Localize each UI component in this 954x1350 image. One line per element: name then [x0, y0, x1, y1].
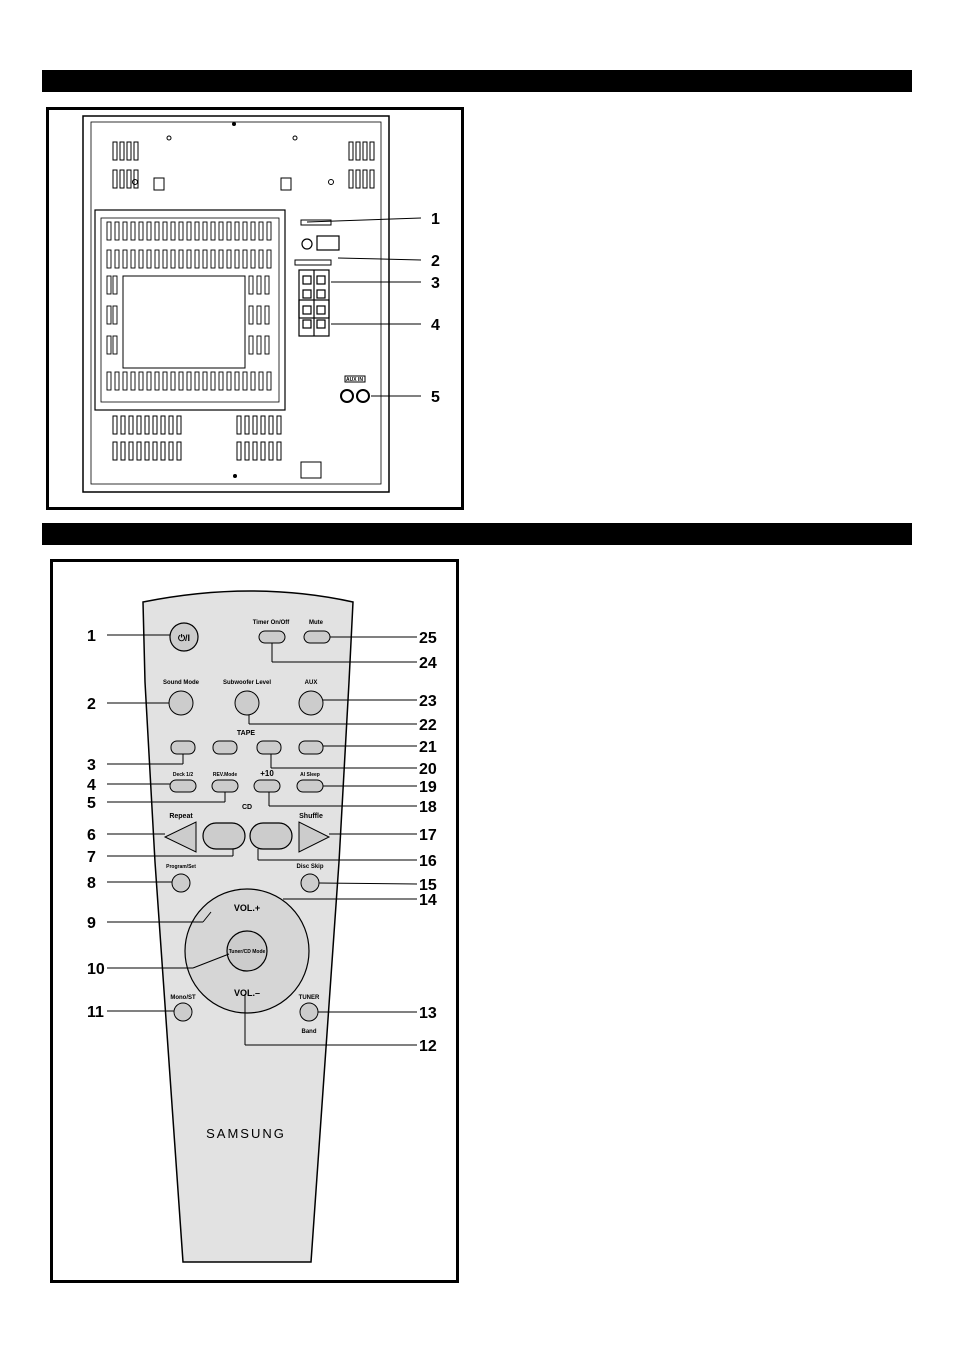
brand-logo: SAMSUNG: [206, 1126, 286, 1141]
tape-stop-button[interactable]: [257, 741, 281, 754]
tuner-label: TUNER: [299, 995, 320, 1001]
remote-callout-14: 14: [419, 892, 437, 909]
disc-skip-label: Disc Skip: [296, 864, 323, 870]
remote-callout-24: 24: [419, 655, 437, 672]
power-label: ⏻/I: [178, 633, 190, 643]
remote-callout-22: 22: [419, 717, 437, 734]
plus10-label: +10: [260, 769, 274, 778]
rear-callout-2: 2: [431, 253, 440, 270]
remote-callout-13: 13: [419, 1005, 437, 1022]
aux-button[interactable]: [299, 691, 323, 715]
remote-callout-7: 7: [87, 849, 96, 866]
mute-button[interactable]: [304, 631, 330, 643]
remote-callout-25: 25: [419, 630, 437, 647]
remote-callout-8: 8: [87, 875, 96, 892]
remote-callout-23: 23: [419, 693, 437, 710]
remote-frame: ⏻/I Timer On/Off Mute Sound Mode Subwoof…: [50, 559, 459, 1283]
remote-callout-10: 10: [87, 961, 105, 978]
remote-callout-2: 2: [87, 696, 96, 713]
rear-callout-4: 4: [431, 317, 440, 334]
subwoofer-label: Subwoofer Level: [223, 680, 271, 686]
cd-label: CD: [242, 804, 252, 811]
ai-sleep-button[interactable]: [297, 780, 323, 792]
tape-ff-button[interactable]: [213, 741, 237, 754]
aux-label: AUX: [305, 680, 318, 686]
timer-button[interactable]: [259, 631, 285, 643]
mono-st-label: Mono/ST: [170, 995, 196, 1001]
remote-callout-17: 17: [419, 827, 437, 844]
program-label: Program/Set: [166, 864, 196, 870]
cd-play-pause-button[interactable]: [250, 823, 292, 849]
aux-in-label: AUX IN: [346, 377, 363, 383]
remote-callout-19: 19: [419, 779, 437, 796]
remote-callout-20: 20: [419, 761, 437, 778]
mute-label: Mute: [309, 620, 324, 626]
disc-skip-button[interactable]: [301, 874, 319, 892]
rear-panel-frame: AUX IN 1 2 3 4 5: [46, 107, 464, 510]
tuner-button[interactable]: [300, 1003, 318, 1021]
tuner-cd-mode-label: Tuner/CD Mode: [229, 949, 266, 955]
repeat-label: Repeat: [169, 813, 193, 820]
section-bar-rear: [42, 70, 912, 92]
deck-label: Deck 1/2: [173, 772, 194, 778]
remote-callout-16: 16: [419, 853, 437, 870]
rev-mode-label: REV.Mode: [213, 772, 237, 778]
remote-callout-11: 11: [87, 1004, 104, 1021]
tape-rewind-button[interactable]: [171, 741, 195, 754]
rear-panel-illustration: AUX IN 1 2 3 4 5: [49, 110, 461, 507]
shuffle-label: Shuffle: [299, 813, 323, 820]
vol-down-label: VOL.–: [234, 988, 260, 998]
band-label: Band: [302, 1029, 317, 1035]
remote-callout-6: 6: [87, 827, 96, 844]
timer-label: Timer On/Off: [253, 620, 291, 626]
remote-callout-5: 5: [87, 795, 96, 812]
plus10-button[interactable]: [254, 780, 280, 792]
mono-st-button[interactable]: [174, 1003, 192, 1021]
tape-label: TAPE: [237, 730, 255, 737]
rev-mode-button[interactable]: [212, 780, 238, 792]
remote-callout-9: 9: [87, 915, 96, 932]
remote-callout-3: 3: [87, 757, 96, 774]
section-bar-remote: [42, 523, 912, 545]
vol-up-label: VOL.+: [234, 903, 260, 913]
rear-callout-3: 3: [431, 275, 440, 292]
ai-sleep-label: AI Sleep: [300, 772, 320, 778]
program-button[interactable]: [172, 874, 190, 892]
rear-callout-1: 1: [431, 211, 440, 228]
sound-mode-button[interactable]: [169, 691, 193, 715]
rear-callout-5: 5: [431, 389, 440, 406]
remote-callout-4: 4: [87, 777, 96, 794]
remote-callout-18: 18: [419, 799, 437, 816]
remote-callout-12: 12: [419, 1038, 437, 1055]
remote-illustration: ⏻/I Timer On/Off Mute Sound Mode Subwoof…: [53, 562, 456, 1280]
subwoofer-button[interactable]: [235, 691, 259, 715]
remote-callout-1: 1: [87, 628, 96, 645]
sound-mode-label: Sound Mode: [163, 680, 200, 686]
remote-callout-21: 21: [419, 739, 437, 756]
deck-button[interactable]: [170, 780, 196, 792]
cd-stop-button[interactable]: [203, 823, 245, 849]
remote-callout-15: 15: [419, 877, 437, 894]
tape-play-button[interactable]: [299, 741, 323, 754]
